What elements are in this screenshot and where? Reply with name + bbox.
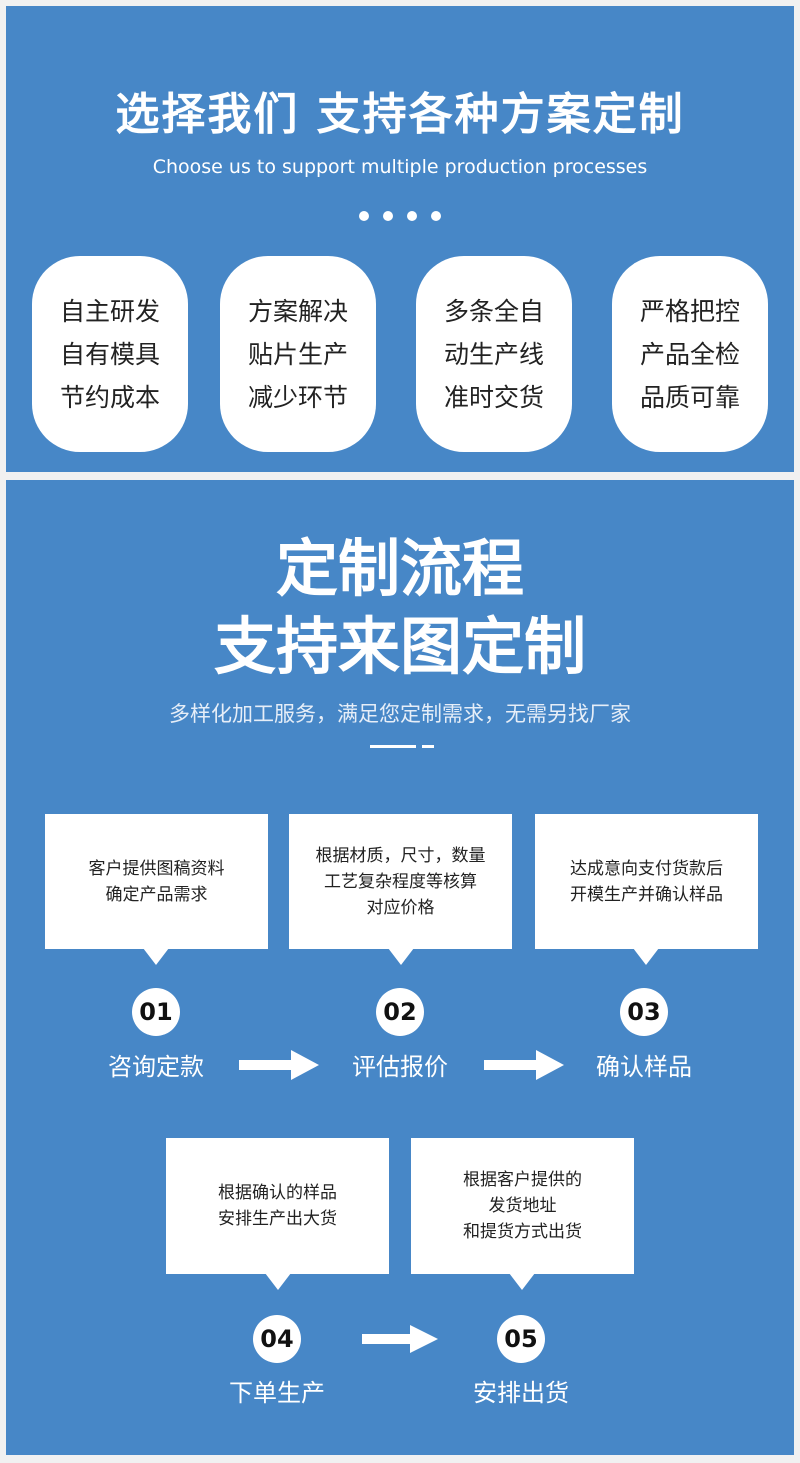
- step-3-label: 确认样品: [596, 1053, 692, 1081]
- feature-line: 严格把控: [639, 296, 740, 326]
- feature-line: 准时交货: [443, 382, 544, 412]
- callout-pointer: [265, 1273, 291, 1290]
- callout-pointer: [633, 948, 659, 965]
- step-1-box: 客户提供图稿资料 确定产品需求: [45, 814, 268, 965]
- feature-card-automation: 多条全自 动生产线 准时交货: [416, 256, 572, 452]
- arrow-right-icon: [362, 1325, 438, 1353]
- step-desc-line: 对应价格: [366, 897, 435, 918]
- feature-line: 方案解决: [247, 296, 348, 326]
- step-desc-line: 确定产品需求: [105, 884, 208, 905]
- feature-card-quality: 严格把控 产品全检 品质可靠: [612, 256, 768, 452]
- process-subtitle: 多样化加工服务，满足您定制需求，无需另找厂家: [169, 702, 631, 726]
- feature-line: 贴片生产: [247, 339, 348, 369]
- page-title: 选择我们 支持各种方案定制: [115, 89, 685, 140]
- step-desc-line: 达成意向支付货款后: [570, 858, 723, 879]
- process-title: 定制流程 支持来图定制: [6, 530, 794, 686]
- step-3-number: 03: [620, 988, 668, 1036]
- step-3-box: 达成意向支付货款后 开模生产并确认样品: [535, 814, 758, 965]
- step-5-box: 根据客户提供的 发货地址 和提货方式出货: [411, 1138, 634, 1290]
- process-panel: 定制流程 支持来图定制 多样化加工服务，满足您定制需求，无需另找厂家 客户提供图…: [6, 480, 794, 1455]
- divider-dash: [370, 745, 416, 748]
- step-1-label: 咨询定款: [108, 1053, 204, 1081]
- divider-dash: [422, 745, 434, 748]
- step-5-number: 05: [497, 1315, 545, 1363]
- step-desc-line: 开模生产并确认样品: [570, 884, 723, 905]
- feature-line: 自主研发: [59, 296, 160, 326]
- process-title-line1: 定制流程: [275, 532, 524, 605]
- feature-line: 减少环节: [247, 382, 348, 412]
- feature-line: 动生产线: [443, 339, 544, 369]
- feature-card-rnd: 自主研发 自有模具 节约成本: [32, 256, 188, 452]
- feature-line: 产品全检: [639, 339, 740, 369]
- step-desc-line: 根据材质，尺寸，数量: [315, 845, 486, 866]
- step-desc-line: 客户提供图稿资料: [88, 858, 225, 879]
- step-desc-line: 安排生产出大货: [218, 1209, 337, 1229]
- dots-divider: [6, 211, 794, 221]
- step-desc-line: 和提货方式出货: [463, 1222, 582, 1242]
- step-4-number: 04: [253, 1315, 301, 1363]
- step-4-label: 下单生产: [229, 1379, 325, 1407]
- callout-pointer: [388, 948, 414, 965]
- arrow-right-icon: [484, 1050, 564, 1080]
- step-desc-line: 根据确认的样品: [218, 1183, 337, 1203]
- page-subtitle: Choose us to support multiple production…: [152, 156, 648, 178]
- feature-line: 品质可靠: [639, 382, 740, 412]
- step-5-label: 安排出货: [473, 1379, 569, 1407]
- feature-line: 多条全自: [443, 296, 544, 326]
- callout-pointer: [143, 948, 169, 965]
- step-desc-line: 根据客户提供的: [463, 1170, 582, 1190]
- step-2-label: 评估报价: [352, 1053, 448, 1081]
- feature-line: 自有模具: [59, 339, 160, 369]
- step-4-box: 根据确认的样品 安排生产出大货: [166, 1138, 389, 1290]
- dot: [431, 211, 441, 221]
- step-2-box: 根据材质，尺寸，数量 工艺复杂程度等核算 对应价格: [289, 814, 512, 965]
- top-panel: 选择我们 支持各种方案定制 Choose us to support multi…: [6, 6, 794, 472]
- feature-line: 节约成本: [59, 382, 160, 412]
- dot: [407, 211, 417, 221]
- dot: [359, 211, 369, 221]
- step-desc-line: 发货地址: [488, 1196, 557, 1216]
- process-title-line2: 支持来图定制: [213, 610, 586, 683]
- step-1-number: 01: [132, 988, 180, 1036]
- step-2-number: 02: [376, 988, 424, 1036]
- step-desc-line: 工艺复杂程度等核算: [324, 871, 477, 892]
- callout-pointer: [509, 1273, 535, 1290]
- feature-card-solution: 方案解决 贴片生产 减少环节: [220, 256, 376, 452]
- dot: [383, 211, 393, 221]
- arrow-right-icon: [239, 1050, 319, 1080]
